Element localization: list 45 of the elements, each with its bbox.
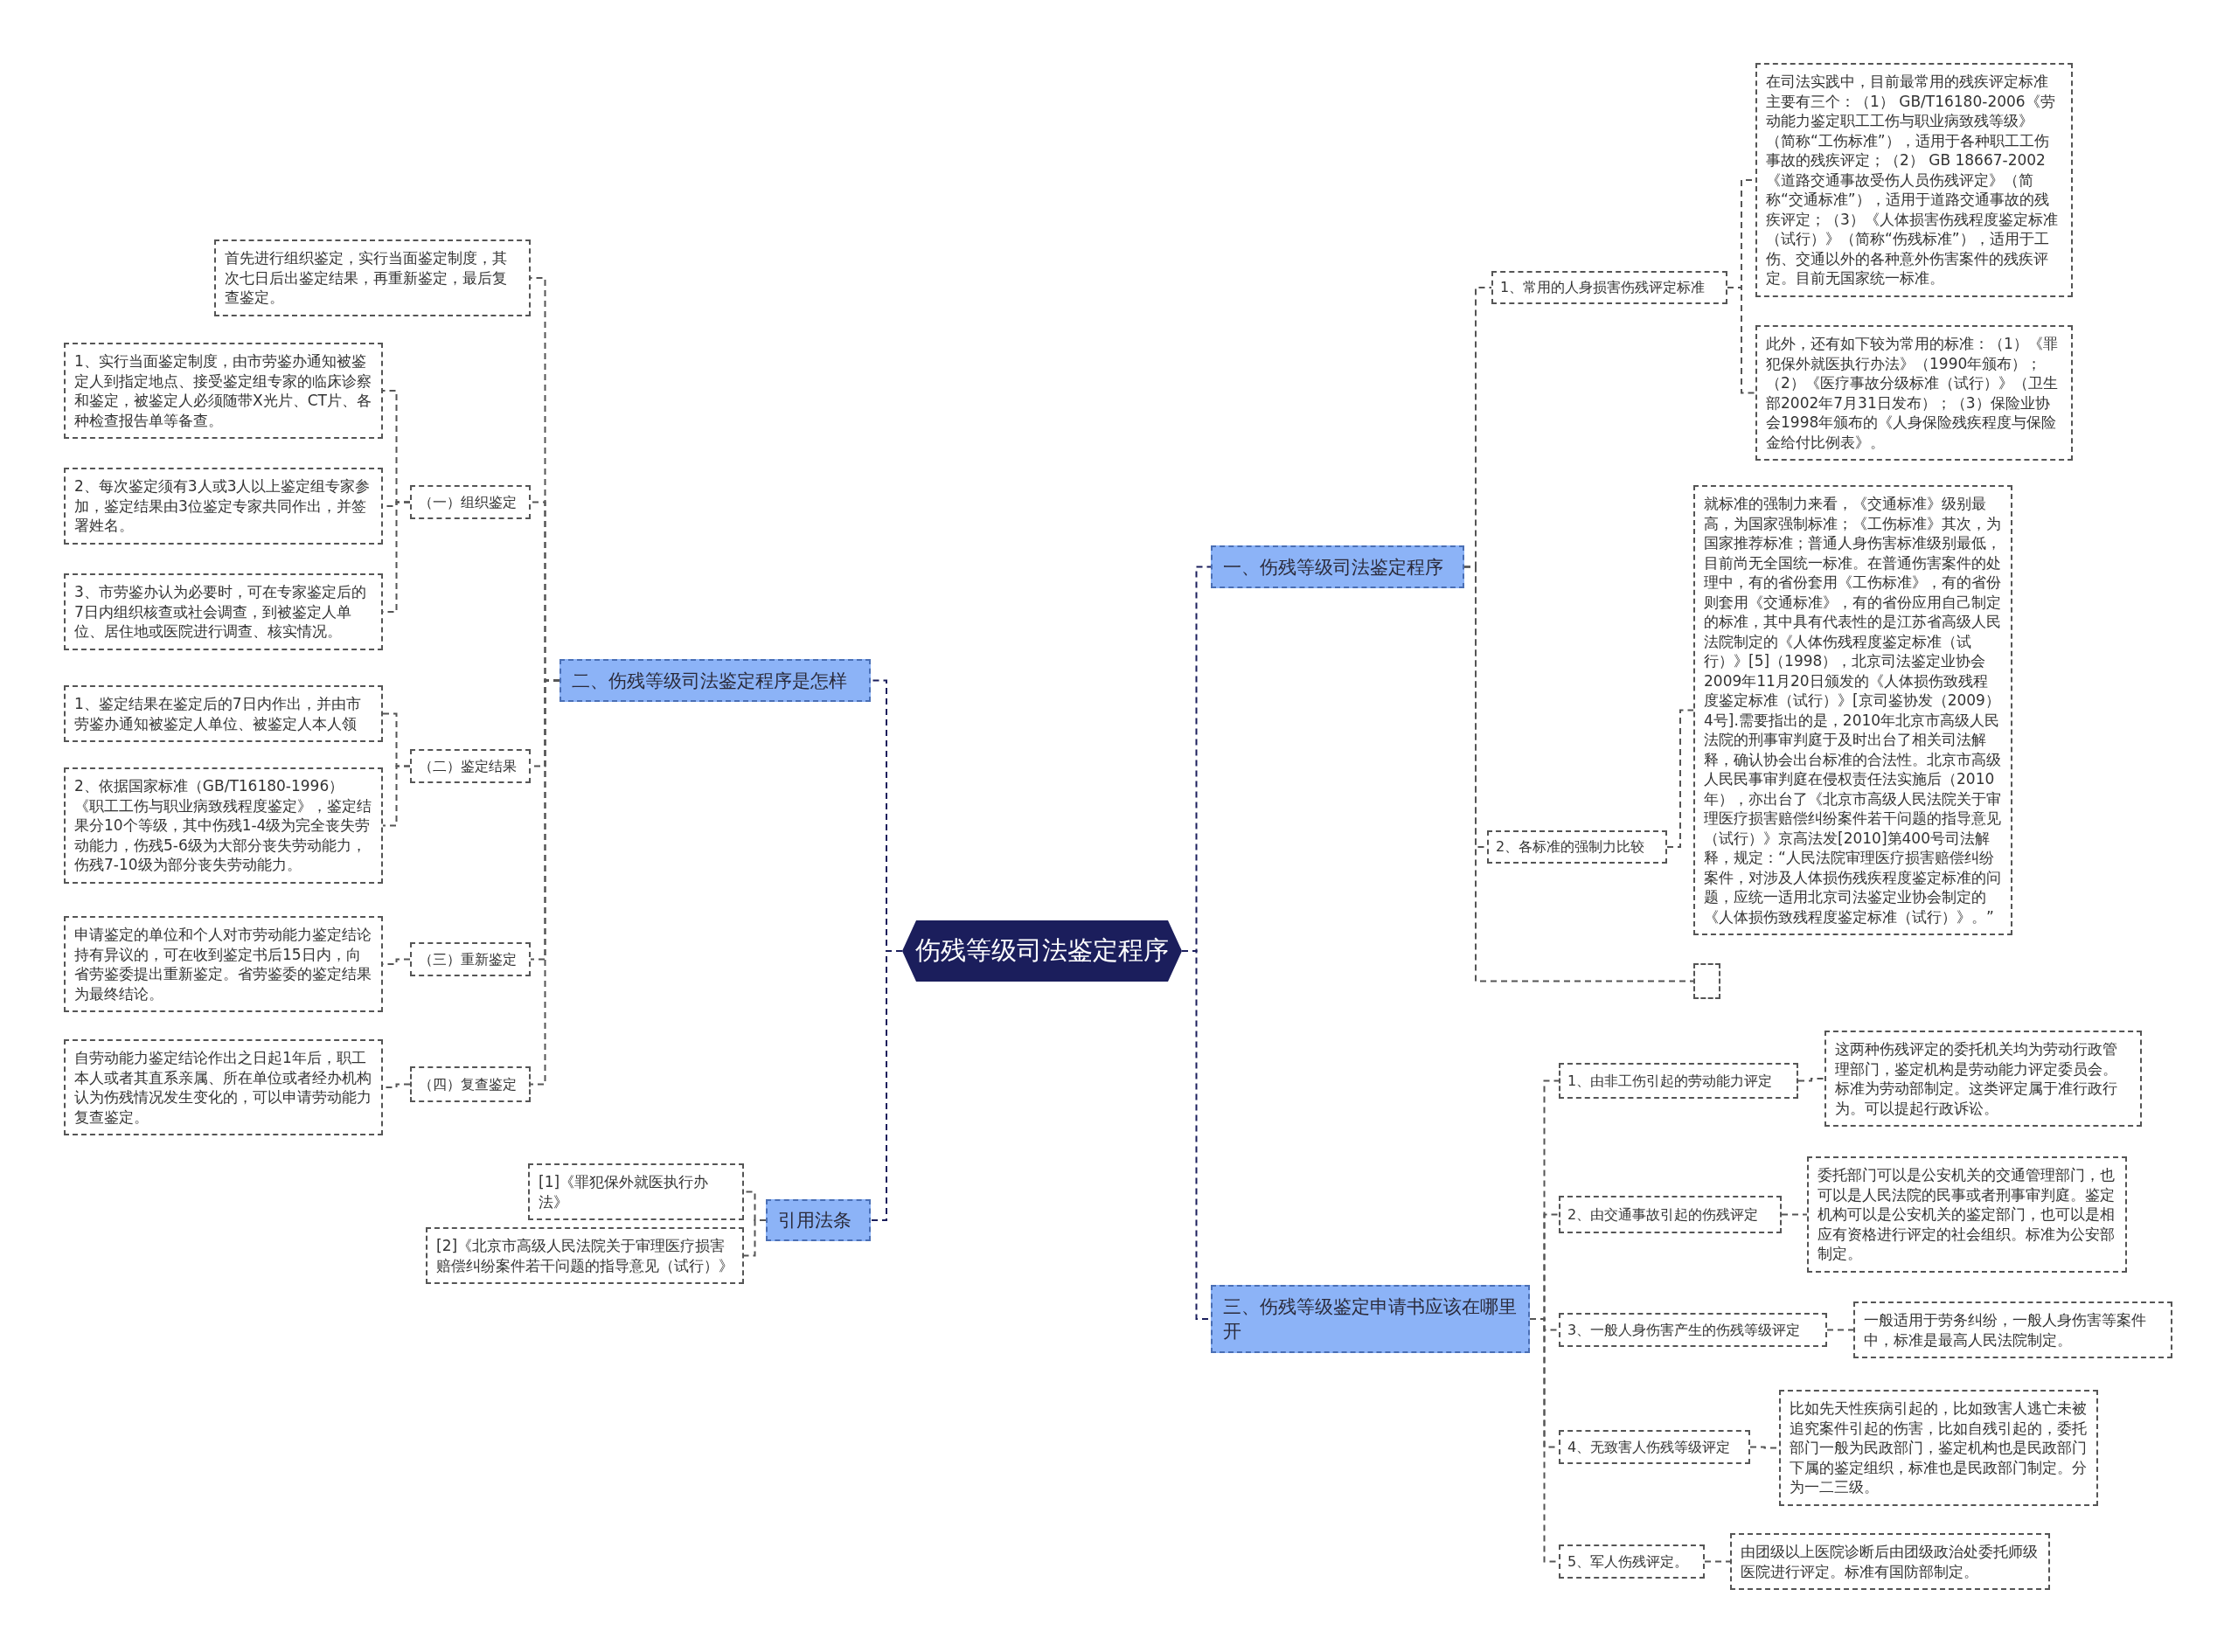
text-box: 首先进行组织鉴定，实行当面鉴定制度，其次七日后出鉴定结果，再重新鉴定，最后复查鉴定。 [214, 239, 531, 316]
central-topic: 伤残等级司法鉴定程序 [902, 920, 1182, 982]
text-box: 1、鉴定结果在鉴定后的7日内作出，并由市劳鉴办通知被鉴定人单位、被鉴定人本人领 [64, 685, 383, 742]
subtopic-box: 2、由交通事故引起的伤残评定 [1559, 1196, 1782, 1233]
connector-line [743, 1219, 767, 1257]
subtopic-box: 1、由非工伤引起的劳动能力评定 [1559, 1063, 1798, 1099]
text-box: 2、每次鉴定须有3人或3人以上鉴定组专家参加，鉴定结果由3位鉴定专家共同作出，并签署姓名。 [64, 468, 383, 545]
connector-line [382, 765, 411, 827]
text-box: [2]《北京市高级人民法院关于审理医疗损害赔偿纠纷案件若干问题的指导意见（试行）》 [426, 1227, 744, 1284]
subtopic-box: （三）重新鉴定 [410, 942, 531, 976]
connector-line [1463, 566, 1694, 982]
connector-line [1826, 1329, 1854, 1331]
subtopic-box: （一）组织鉴定 [410, 485, 531, 519]
connector-line [1781, 1213, 1808, 1216]
connector-line [1727, 287, 1756, 394]
subtopic-box: 1、常用的人身损害伤残评定标准 [1491, 271, 1727, 304]
text-box: 3、市劳鉴办认为必要时，可在专家鉴定后的7日内组织核查或社会调查，到被鉴定人单位、居住地或医院进行调查、核实情况。 [64, 573, 383, 650]
text-box: 这两种伤残评定的委托机关均为劳动行政管理部门，鉴定机构是劳动能力评定委员会。标准为劳动部制定。这类评定属于准行政行为。可以提起行政诉讼。 [1824, 1031, 2142, 1127]
text-box: 在司法实践中，目前最常用的残疾评定标准主要有三个：（1） GB/T16180-2006《劳动能力鉴定职工工伤与职业病致残等级》（简称“工伤标准”），适用于各种职工工伤事故的残疾评定；（2） GB 18667-2002《道路交通事故受伤人员伤残评定》（简称“交通标准”），适用于道路交通事故的残疾评定；（3）《人体损害伤残程度鉴定标准（试行）》（简称“伤残标准”），适用于工伤、交通以外的各种意外伤害案件的残疾评定。目前无国家统一标准。 [1755, 63, 2073, 297]
topic-box: 一、伤残等级司法鉴定程序 [1211, 545, 1464, 588]
topic-box: 三、伤残等级鉴定申请书应该在哪里开 [1211, 1285, 1530, 1353]
connector-line [1666, 709, 1694, 848]
text-box: 申请鉴定的单位和个人对市劳动能力鉴定结论持有异议的，可在收到鉴定书后15日内，向省劳鉴委提出重新鉴定。省劳鉴委的鉴定结果为最终结论。 [64, 916, 383, 1012]
text-box: 比如先天性疾病引起的，比如致害人逃亡未被追究案件引起的伤害，比如自残引起的，委托部门一般为民政部门，鉴定机构也是民政部门下属的鉴定组织，标准也是民政部门制定。分为一二三级。 [1779, 1390, 2098, 1506]
text-box: 一般适用于劳务纠纷，一般人身伤害等案件中，标准是最高人民法院制定。 [1853, 1301, 2172, 1358]
text-box: 1、实行当面鉴定制度，由市劳鉴办通知被鉴定人到指定地点、接受鉴定组专家的临床诊察和鉴定，被鉴定人必须随带X光片、CT片、各种检查报告单等备查。 [64, 343, 383, 439]
subtopic-box: 5、军人伤残评定。 [1559, 1544, 1705, 1579]
text-box: 委托部门可以是公安机关的交通管理部门，也可以是人民法院的民事或者刑事审判庭。鉴定机构可以是公安机关的鉴定部门，也可以是相应有资格进行评定的社会组织。标准为公安部制定。 [1807, 1156, 2127, 1273]
topic-box: 二、伤残等级司法鉴定程序是怎样 [560, 659, 871, 702]
text-box: 由团级以上医院诊断后由团级政治处委托师级医院进行评定。标准有国防部制定。 [1730, 1533, 2050, 1590]
subtopic-box: 2、各标准的强制力比较 [1487, 830, 1667, 864]
connector-line [870, 950, 903, 1221]
subtopic-box: 3、一般人身伤害产生的伤残等级评定 [1559, 1313, 1827, 1347]
text-box: 就标准的强制力来看，《交通标准》级别最高，为国家强制标准；《工伤标准》其次，为国家推荐标准；普通人身伤害标准级别最低，目前尚无全国统一标准。在普通伤害案件的处理中，有的省份套用《工伤标准》，有的省份则套用《交通标准》，有的省份应用自己制定的标准，其中具有代表性的是江苏省高级人民法院制定的《人体伤残程度鉴定标准（试行）》[5]（1998），北京司法鉴定业协会2009年11月20日颁发的《人体损伤致残程度鉴定标准（试行）》[京司鉴协发（2009）4号].需要指出的是，2010年北京市高级人民法院的刑事审判庭于及时出台了相关司法解释，确认协会出台标准的合法性。北京市高级人民民事审判庭在侵权责任法实施后（2010年），亦出台了《北京市高级人民法院关于审理医疗损害赔偿纠纷案件若干问题的指导意见（试行）》京高法发[2010]第400号司法解释，规定：“人民法院审理医疗损害赔偿纠纷案件，对涉及人体损伤残疾程度鉴定标准的问题，应统一适用北京司法鉴定业协会制定的《人体损伤致残程度鉴定标准（试行）》。” [1693, 485, 2012, 935]
connector-line [1704, 1560, 1731, 1563]
subtopic-box: （二）鉴定结果 [410, 749, 531, 783]
text-box: 自劳动能力鉴定结论作出之日起1年后，职工本人或者其直系亲属、所在单位或者经办机构认为伤残情况发生变化的，可以申请劳动能力复查鉴定。 [64, 1039, 383, 1135]
text-box: 2、依据国家标准（GB/T16180-1996）《职工工伤与职业病致残程度鉴定》，鉴定结果分10个等级，其中伤残1-4级为完全丧失劳动能力，伤残5-6级为大部分丧失劳动能力，伤残7-10级为部分丧失劳动能力。 [64, 767, 383, 884]
text-box: 此外，还有如下较为常用的标准：（1）《罪犯保外就医执行办法》（1990年颁布）；（2）《医疗事故分级标准（试行）》（卫生部2002年7月31日发布）；（3）保险业协会1998年颁布的《人身保险残疾程度与保险金给付比例表》。 [1755, 325, 2073, 461]
topic-box: 引用法条 [766, 1199, 871, 1241]
text-box: [1]《罪犯保外就医执行办法》 [528, 1163, 744, 1220]
connector-line [1797, 1078, 1825, 1082]
subtopic-box: （四）复查鉴定 [410, 1066, 531, 1102]
subtopic-box: 4、无致害人伤残等级评定 [1559, 1430, 1750, 1464]
empty-box [1693, 963, 1720, 999]
